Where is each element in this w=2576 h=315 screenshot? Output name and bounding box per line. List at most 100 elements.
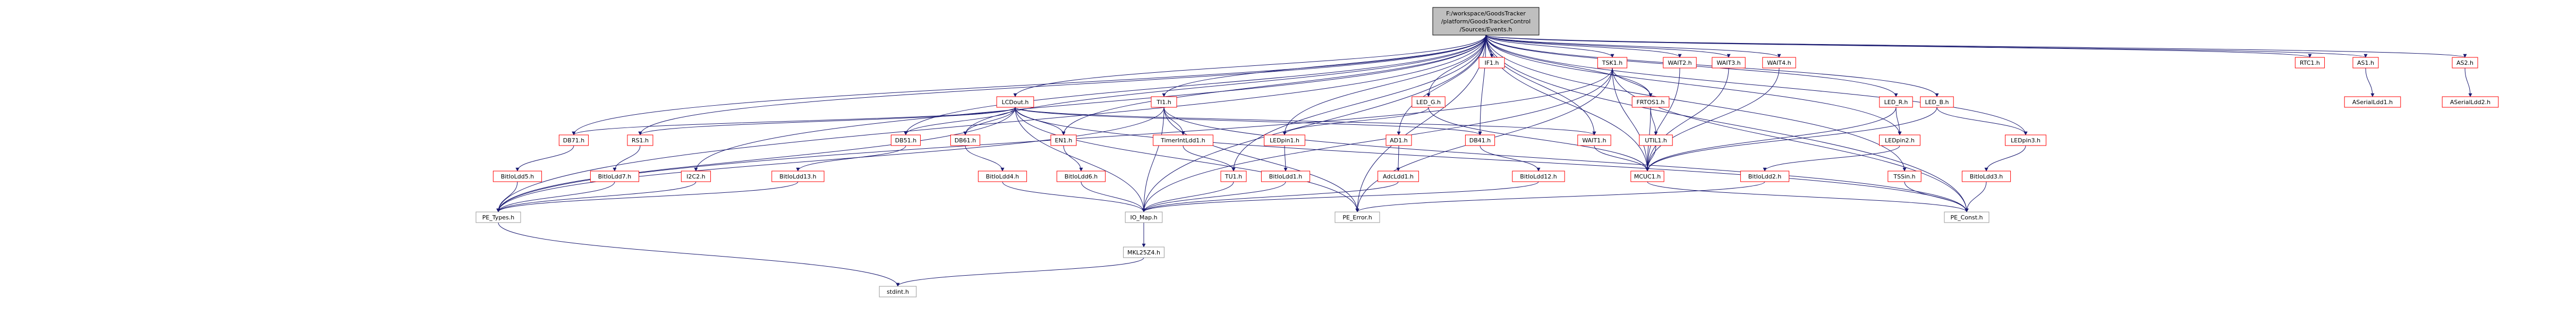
- node-wait3[interactable]: WAIT3.h: [1712, 57, 1746, 69]
- node-box: [492, 171, 542, 182]
- node-i2c2[interactable]: I2C2.h: [681, 171, 711, 182]
- node-db61[interactable]: DB61.h: [950, 134, 981, 146]
- node-stdint[interactable]: stdint.h: [879, 286, 917, 297]
- edge-led_r-to-ledpin2: [1895, 107, 1902, 135]
- node-en1[interactable]: EN1.h: [1050, 134, 1077, 146]
- node-box: [1465, 134, 1495, 146]
- node-as2[interactable]: AS2.h: [2452, 57, 2478, 69]
- edge-events-to-en1: [1061, 35, 1486, 135]
- node-bitioldd12[interactable]: BitIoLdd12.h: [1512, 171, 1565, 182]
- edge-led_g-to-mcuc1: [1428, 107, 1650, 172]
- node-box: [627, 134, 653, 146]
- node-box: [1879, 134, 1920, 146]
- node-label: LCDout.h: [1002, 99, 1029, 106]
- node-label: BitIoLdd7.h: [598, 173, 631, 180]
- node-adcldd1[interactable]: AdcLdd1.h: [1378, 171, 1419, 182]
- node-label: DB71.h: [563, 137, 585, 144]
- node-box: [1639, 134, 1673, 146]
- node-pe_error[interactable]: PE_Error.h: [1334, 211, 1380, 223]
- edge-bitioldd1-to-io_map: [1142, 181, 1286, 212]
- node-label: PE_Types.h: [482, 214, 515, 221]
- node-pe_types[interactable]: PE_Types.h: [475, 211, 521, 223]
- node-label: WAIT3.h: [1716, 59, 1740, 66]
- node-utility1[interactable]: UTIL1.h: [1639, 134, 1673, 146]
- node-mcuc1[interactable]: MCUC1.h: [1630, 171, 1664, 182]
- node-label: TSSin.h: [1893, 173, 1915, 180]
- node-lcdout[interactable]: LCDout.h: [996, 96, 1034, 108]
- node-bitioldd13[interactable]: BitIoLdd13.h: [771, 171, 824, 182]
- edge-pe_types-to-stdint: [498, 222, 900, 287]
- node-bitioldd1[interactable]: BitIoLdd1.h: [1261, 171, 1311, 182]
- edge-mkl25z4-to-stdint: [896, 257, 1144, 287]
- node-tu1[interactable]: TU1.h: [1220, 171, 1247, 182]
- node-ad1[interactable]: AD1.h: [1385, 134, 1412, 146]
- node-box: [1378, 171, 1419, 182]
- node-box: [558, 134, 589, 146]
- node-led_r[interactable]: LED_R.h: [1879, 96, 1913, 108]
- node-ledpin3[interactable]: LEDpin3.h: [2005, 134, 2046, 146]
- node-box: [2344, 96, 2401, 108]
- node-asl1[interactable]: ASerialLdd1.h: [2344, 96, 2401, 108]
- node-io_map[interactable]: IO_Map.h: [1125, 211, 1163, 223]
- edge-events-to-ledpin3: [1485, 35, 2028, 135]
- node-events-root[interactable]: F:/workspace/GoodsTracker/platform/Goods…: [1432, 7, 1540, 36]
- node-db71[interactable]: DB71.h: [558, 134, 589, 146]
- node-box: [1888, 171, 1922, 182]
- node-mkl25z4[interactable]: MKL25Z4.h: [1123, 246, 1164, 258]
- node-bitioldd7[interactable]: BitIoLdd7.h: [590, 171, 640, 182]
- node-ti1[interactable]: TI1.h: [1151, 96, 1177, 108]
- node-asl2[interactable]: ASerialLdd2.h: [2442, 96, 2499, 108]
- node-frtos1[interactable]: FRTOS1.h: [1631, 96, 1670, 108]
- node-bitioldd3[interactable]: BitIoLdd3.h: [1961, 171, 2011, 182]
- node-db41[interactable]: DB41.h: [1465, 134, 1495, 146]
- node-box: [1631, 96, 1670, 108]
- node-wait2[interactable]: WAIT2.h: [1663, 57, 1697, 69]
- node-bitioldd6[interactable]: BitIoLdd6.h: [1056, 171, 1106, 182]
- edge-led_b-to-ledpin3: [1936, 107, 2028, 135]
- node-label: AS1.h: [2357, 59, 2374, 66]
- root-node-label-line: /Sources/Events.h: [1460, 26, 1512, 33]
- node-timer1[interactable]: TimerIntLdd1.h: [1153, 134, 1213, 146]
- node-bitioldd5[interactable]: BitIoLdd5.h: [492, 171, 542, 182]
- node-label: RTC1.h: [2300, 59, 2320, 66]
- node-rs1[interactable]: RS1.h: [627, 134, 653, 146]
- node-box: [1663, 57, 1697, 69]
- node-label: LED_B.h: [1925, 99, 1949, 106]
- node-db51[interactable]: DB51.h: [890, 134, 921, 146]
- node-label: TI1.h: [1156, 99, 1171, 106]
- edge-tsk1-to-frtos1: [1612, 67, 1653, 97]
- edge-en1-to-bitioldd6: [1063, 145, 1083, 172]
- node-label: BitIoLdd6.h: [1065, 173, 1098, 180]
- node-bitioldd4[interactable]: BitIoLdd4.h: [977, 171, 1027, 182]
- node-tsssin[interactable]: TSSin.h: [1888, 171, 1922, 182]
- edge-ledpin1-to-bitioldd1: [1283, 145, 1288, 172]
- node-label: AdcLdd1.h: [1383, 173, 1414, 180]
- node-led_b[interactable]: LED_B.h: [1920, 96, 1954, 108]
- node-box: [1153, 134, 1213, 146]
- node-pe_const[interactable]: PE_Const.h: [1944, 211, 1990, 223]
- node-box: [1961, 171, 2011, 182]
- node-label: LEDpin2.h: [1885, 137, 1915, 144]
- edge-lcdout-to-db61: [963, 107, 1016, 135]
- node-box: [1123, 246, 1164, 258]
- edge-events-to-pe_types: [496, 35, 1486, 212]
- node-wait4[interactable]: WAIT4.h: [1762, 57, 1796, 69]
- node-box: [1762, 57, 1796, 69]
- node-if1[interactable]: IF1.h: [1478, 57, 1505, 69]
- node-box: [1412, 96, 1446, 108]
- node-label: AD1.h: [1390, 137, 1407, 144]
- node-led_g[interactable]: LED_G.h: [1412, 96, 1446, 108]
- node-tsk1[interactable]: TSK1.h: [1597, 57, 1628, 69]
- edges-layer: [496, 35, 2472, 287]
- nodes-layer: F:/workspace/GoodsTracker/platform/Goods…: [475, 7, 2499, 297]
- edge-tu1-to-io_map: [1142, 181, 1234, 212]
- edge-bitioldd13-to-pe_types: [496, 181, 798, 212]
- edge-i2c2-to-pe_types: [496, 181, 696, 212]
- node-ledpin2[interactable]: LEDpin2.h: [1879, 134, 1920, 146]
- edge-rs1-to-bitioldd7: [613, 145, 641, 172]
- node-wait1[interactable]: WAIT1.h: [1577, 134, 1611, 146]
- node-bitioldd2[interactable]: BitIoLdd2.h: [1740, 171, 1790, 182]
- node-as1[interactable]: AS1.h: [2352, 57, 2379, 69]
- node-rtc1[interactable]: RTC1.h: [2294, 57, 2325, 69]
- node-ledpin1[interactable]: LEDpin1.h: [1264, 134, 1305, 146]
